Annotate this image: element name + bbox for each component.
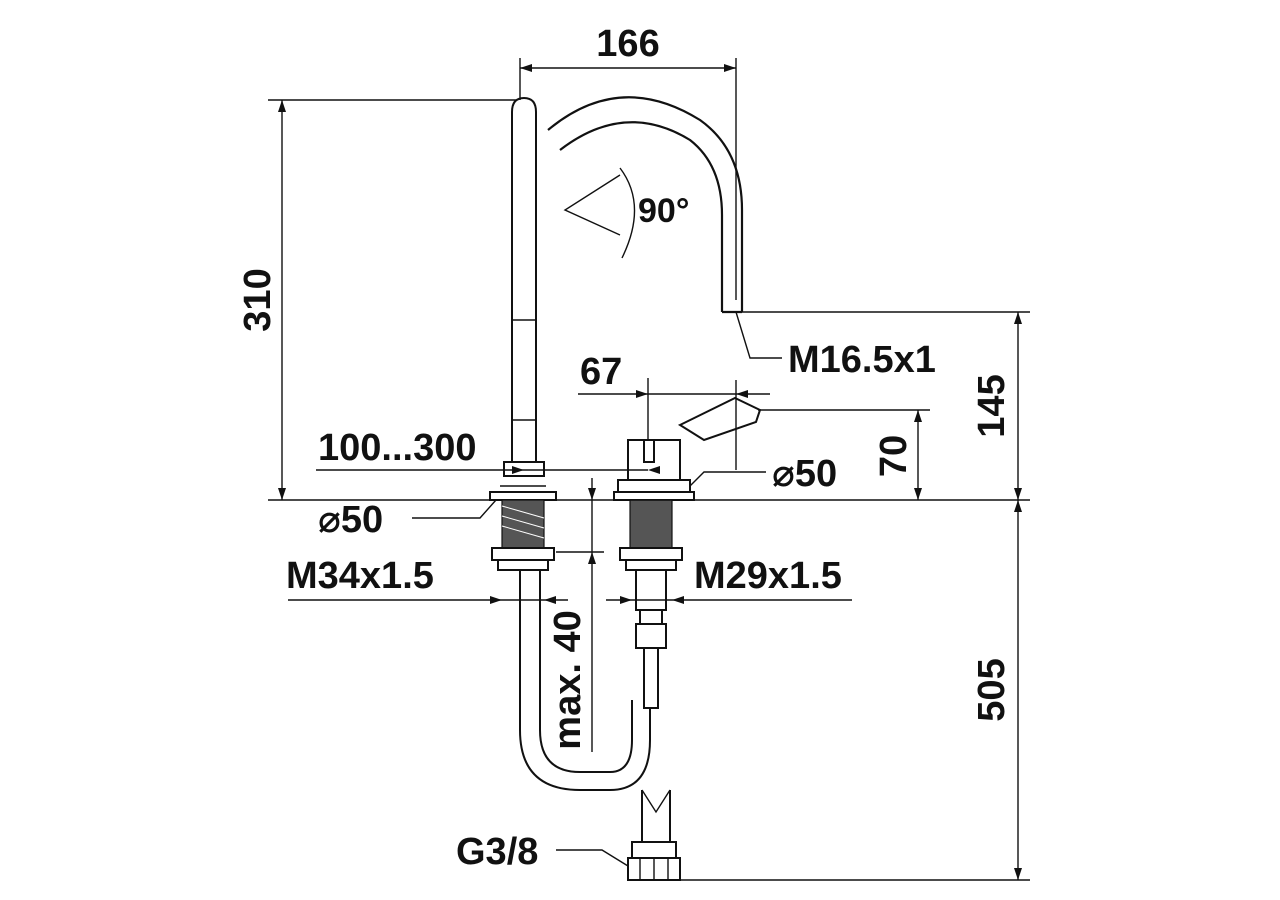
label-handle-thread: M29x1.5 [694,555,842,597]
mixer-handle [613,378,762,709]
label-hose-length: 505 [971,658,1013,721]
label-spout-thread: M34x1.5 [286,555,434,597]
label-outlet-height: 145 [971,374,1013,437]
label-spout-height: 310 [237,268,279,331]
label-max-thickness: max. 40 [547,610,589,749]
label-outlet-thread: M16.5x1 [788,339,936,381]
label-swivel-angle: 90° [638,192,689,230]
label-center-distance: 100...300 [318,427,476,469]
label-spout-reach: 166 [596,23,659,65]
dimension-lines [268,58,1030,881]
spout [489,96,651,791]
label-hose-connection: G3/8 [456,831,538,873]
label-lever-offset: 67 [580,351,622,393]
supply-hose-end [627,789,681,881]
label-handle-diameter: ⌀50 [772,453,837,495]
spout-arc [547,96,744,314]
label-spout-diameter: ⌀50 [318,499,383,541]
label-lever-height: 70 [873,435,915,477]
